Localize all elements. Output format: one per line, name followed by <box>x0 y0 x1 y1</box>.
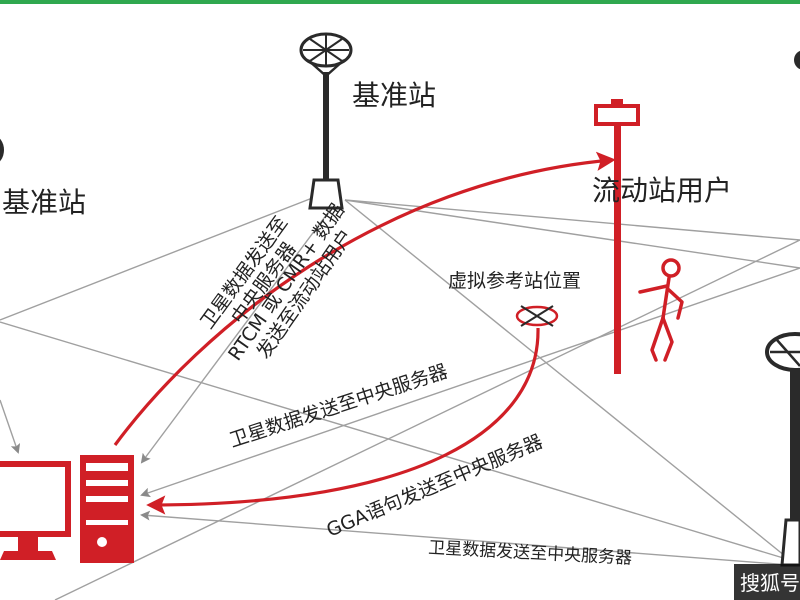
arrow-top-base-to-server <box>140 209 331 464</box>
label-base-station-top: 基准站 <box>352 79 436 112</box>
frame-top-border <box>0 0 800 4</box>
top-base-station <box>299 32 353 210</box>
left-antenna-edge <box>0 138 4 162</box>
left-base-station <box>0 138 4 162</box>
right-base-station-top <box>794 50 800 70</box>
line-top-base-to-right <box>344 199 800 269</box>
base-foot <box>308 178 344 210</box>
label-sat-to-server-2: 卫星数据发送至中央服务器 <box>227 360 451 451</box>
virtual-station-marker-icon <box>515 305 559 327</box>
label-base-station-left: 基准站 <box>2 186 86 219</box>
arrow-bottom-right-to-server <box>140 510 791 566</box>
line-left-to-bottom-right <box>0 321 791 561</box>
line-left-to-top-base <box>0 194 321 321</box>
base-mast-right <box>790 370 800 530</box>
gnss-antenna-icon <box>765 332 800 372</box>
monitor-icon <box>0 461 71 560</box>
watermark: 搜狐号 <box>734 564 800 600</box>
rover-pole-icon <box>594 99 640 374</box>
line-right-to-bottom-left <box>54 239 800 600</box>
watermark-text: 搜狐号 <box>740 571 800 595</box>
gnss-antenna-icon <box>299 32 353 78</box>
server-tower-icon <box>80 455 134 563</box>
arrow-virtual-to-server <box>146 327 540 515</box>
network-lines <box>0 194 800 600</box>
arrow-server-to-rover <box>113 151 616 446</box>
base-mast <box>323 72 329 180</box>
arrow-right-to-server <box>140 267 800 498</box>
bottom-right-base-station <box>765 332 800 567</box>
line-top-base-to-bottom-right <box>344 199 791 561</box>
label-sat-to-server-3: 卫星数据发送至中央服务器 <box>428 538 633 569</box>
base-foot-right <box>780 518 800 567</box>
surveyor-person-icon <box>638 258 684 362</box>
label-virtual-station: 虚拟参考站位置 <box>448 270 581 292</box>
arrow-left-to-monitor <box>0 399 21 454</box>
label-rover-user: 流动站用户 <box>592 174 732 207</box>
